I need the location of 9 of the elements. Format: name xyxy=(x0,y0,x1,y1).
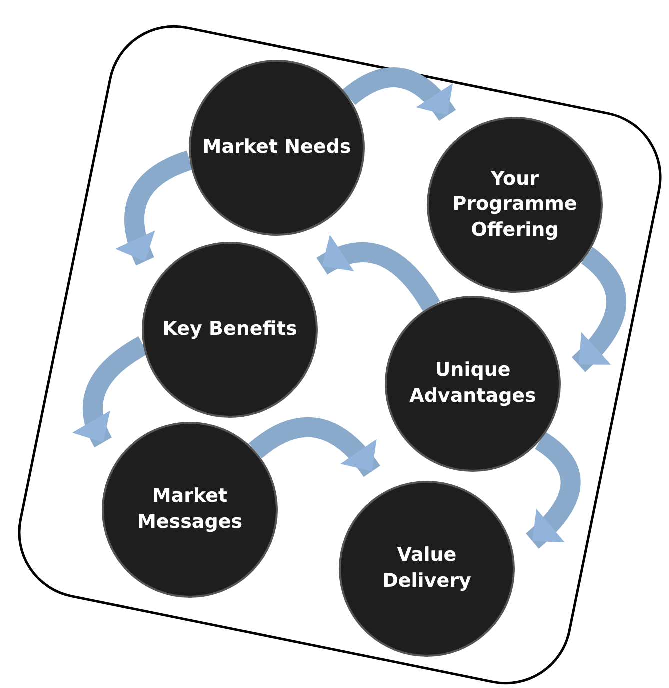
curved-arrow xyxy=(72,336,148,448)
node-label: Market Messages xyxy=(136,484,244,535)
curved-arrow xyxy=(526,432,581,549)
curved-arrow xyxy=(116,150,194,266)
node-label: Market Needs xyxy=(202,135,352,160)
node-label: Unique Advantages xyxy=(408,358,538,409)
node-label: Key Benefits xyxy=(162,317,298,342)
node-label: Your Programme Offering xyxy=(452,166,578,243)
node-label: Value Delivery xyxy=(382,543,472,594)
